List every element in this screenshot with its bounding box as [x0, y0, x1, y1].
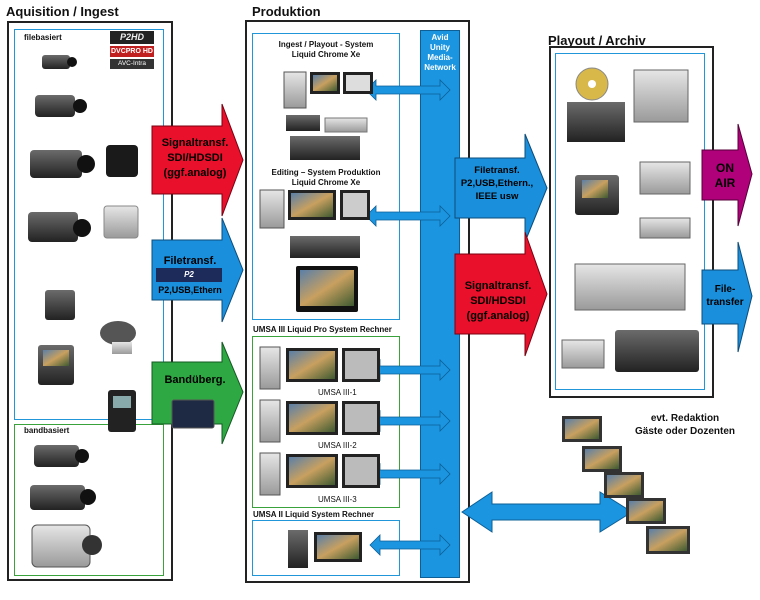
media-devices — [100, 145, 215, 432]
on-air-label-2: AIR — [714, 176, 736, 190]
umsa-workstations — [259, 346, 380, 568]
file-transfer-label-2: transfer — [706, 297, 744, 308]
file-out-label-2: P2,USB,Ethern., — [460, 178, 534, 189]
signal-in-label-2: SDI/HDSDI — [167, 152, 223, 164]
on-air-label-1: ON — [716, 161, 734, 175]
file-transfer-arrow — [701, 241, 753, 353]
umsa3-3-label: UMSA III-3 — [318, 495, 357, 504]
avid-label-3: Media- — [427, 53, 453, 62]
umsa3-1-label: UMSA III-1 — [318, 388, 357, 397]
playout-devices — [561, 67, 699, 372]
ingest-title-1: Ingest / Playout - System — [278, 40, 374, 49]
p2hd-logo: P2HD — [110, 31, 154, 44]
on-air-arrow — [701, 123, 753, 227]
production-title: Produktion — [252, 4, 321, 19]
umsa3-2-label: UMSA III-2 — [318, 441, 357, 450]
avc-intra-logo: AVC-Intra — [110, 59, 154, 69]
p2-card-icon: P2 — [156, 268, 222, 282]
remote-laptops — [562, 416, 690, 554]
playout-title: Playout / Archiv — [548, 33, 646, 48]
file-transfer-label-1: File- — [714, 284, 736, 295]
tapebased-box — [14, 424, 164, 576]
avid-label-4: Network — [424, 63, 456, 72]
ingest-title-2: Liquid Chrome Xe — [291, 50, 361, 59]
file-in-sub-label: P2,USB,Ethern — [158, 285, 222, 295]
umsa2-title: UMSA II Liquid System Rechner — [253, 510, 375, 519]
signal-out-label-1: Signaltransf. — [464, 280, 532, 292]
filebased-box — [14, 29, 164, 420]
file-out-label-1: Filetransf. — [474, 165, 520, 176]
signal-out-arrow — [454, 231, 548, 357]
signal-in-label-1: Signaltransf. — [161, 137, 229, 149]
avid-label-1: Avid — [431, 33, 449, 42]
avid-label-2: Unity — [430, 43, 450, 52]
editing-title-1: Editing – System Produktion — [271, 168, 381, 177]
umsa3-title: UMSA III Liquid Pro System Rechner — [253, 325, 392, 334]
dvcpro-logo: DVCPRO HD — [110, 46, 154, 57]
remote-caption-2: Gäste oder Dozenten — [634, 426, 736, 437]
camera-icons — [28, 55, 102, 568]
remote-caption-1: evt. Redaktion — [650, 413, 720, 424]
file-out-label-3: IEEE usw — [475, 191, 519, 202]
editing-title-2: Liquid Chrome Xe — [291, 178, 361, 187]
signal-in-label-3: (ggf.analog) — [163, 167, 227, 179]
file-out-arrow — [454, 133, 548, 243]
signal-out-label-3: (ggf.analog) — [466, 310, 530, 322]
tapebased-label: bandbasiert — [24, 426, 70, 435]
file-in-label: Filetransf. — [163, 255, 217, 267]
signal-out-label-2: SDI/HDSDI — [470, 295, 526, 307]
acquisition-title: Aquisition / Ingest — [6, 4, 119, 19]
tape-in-label: Bandüberg. — [164, 374, 226, 386]
workstation-icons — [259, 71, 373, 312]
avid-network-bar — [420, 30, 460, 578]
liquid-chrome-box — [252, 33, 400, 320]
filebased-label: filebasiert — [24, 33, 62, 42]
signal-in-arrow — [151, 103, 244, 217]
tape-in-arrow — [151, 341, 244, 445]
playout-inner-box — [555, 53, 705, 390]
